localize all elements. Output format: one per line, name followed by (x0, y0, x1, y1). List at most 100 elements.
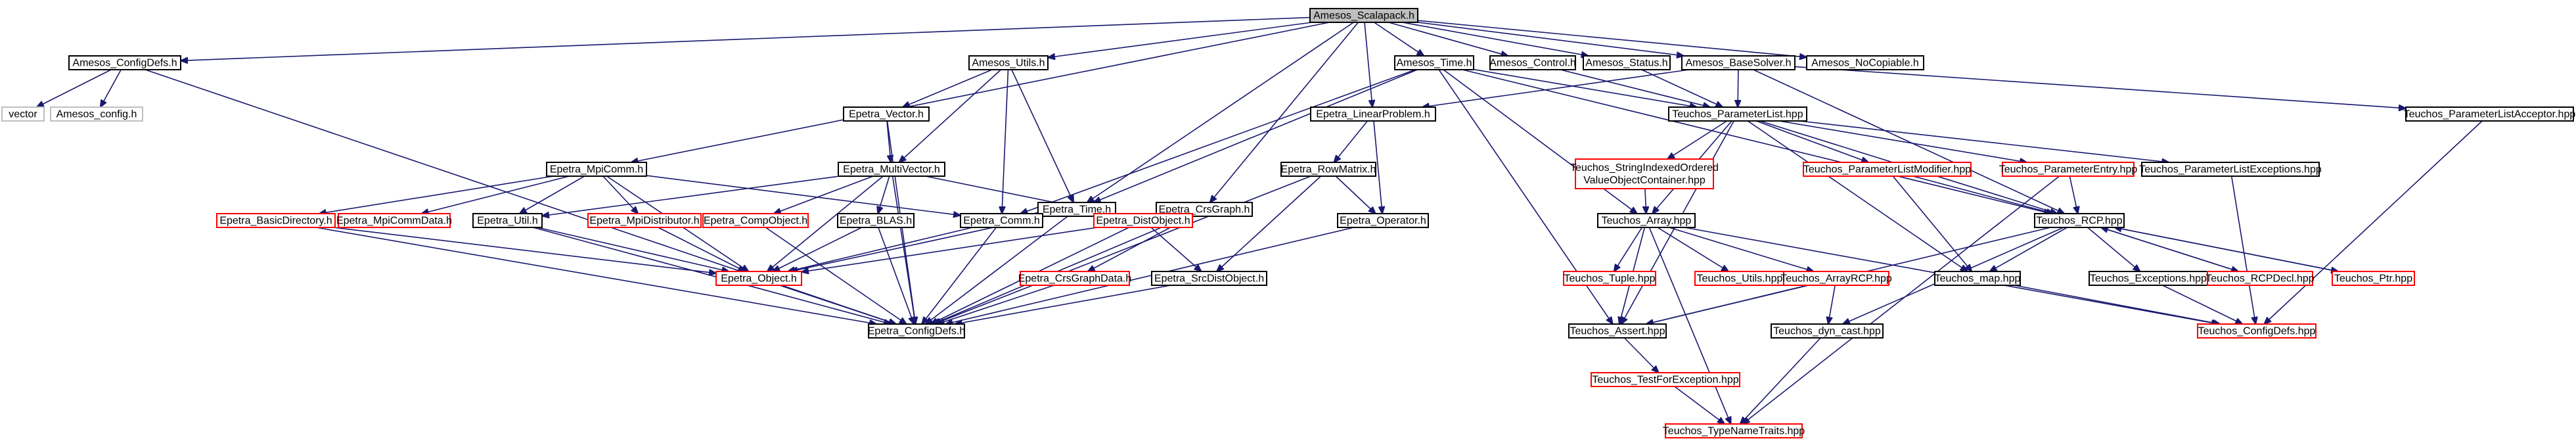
node-epetra-operator[interactable]: Epetra_Operator.h (1337, 213, 1429, 228)
edge-teuchos_rcp-to-teuchos_exceptions (2087, 227, 2140, 271)
node-teuchos-utils[interactable]: Teuchos_Utils.hpp (1694, 271, 1785, 286)
edge-epetra_srcdistobject-to-epetra_configdefs (955, 285, 1171, 324)
node-amesos-configdefs[interactable]: Amesos_ConfigDefs.h (68, 55, 181, 70)
node-teuchos-configdefs[interactable]: Teuchos_ConfigDefs.hpp (2197, 323, 2316, 339)
node-teuchos-assert[interactable]: Teuchos_Assert.hpp (1568, 323, 1667, 339)
node-teuchos-map[interactable]: Teuchos_map.hpp (1934, 271, 2021, 286)
node-epetra-vector[interactable]: Epetra_Vector.h (843, 106, 930, 122)
edge-amesos_configdefs-to-amesos_config (101, 69, 122, 107)
node-box (1337, 213, 1429, 228)
node-label: Amesos_Utils.h (972, 58, 1045, 69)
node-label: Teuchos_ParameterListExceptions.hpp (2139, 164, 2322, 176)
node-teuchos-rcpdecl[interactable]: Teuchos_RCPDecl.hpp (2205, 271, 2315, 286)
node-box (1489, 55, 1576, 70)
edge-teuchos_parameterlist-to-teuchos_parameterlistmodifier (1756, 120, 1868, 162)
node-epetra-crsgraph[interactable]: Epetra_CrsGraph.h (1156, 202, 1253, 217)
node-amesos-nocopiable[interactable]: Amesos_NoCopiable.h (1806, 55, 1924, 70)
node-teuchos-parameterlistexceptions[interactable]: Teuchos_ParameterListExceptions.hpp (2139, 162, 2322, 177)
node-label: Epetra_SrcDistObject.h (1154, 273, 1264, 285)
node-epetra-object[interactable]: Epetra_Object.h (715, 271, 802, 286)
node-label: Epetra_Operator.h (1340, 216, 1426, 227)
node-box (1280, 162, 1376, 177)
node-teuchos-parameterlist[interactable]: Teuchos_ParameterList.hpp (1668, 106, 1807, 122)
node-epetra-mpicommdata[interactable]: Epetra_MpiCommData.h (336, 213, 452, 228)
node-teuchos-rcp[interactable]: Teuchos_RCP.hpp (2034, 213, 2125, 228)
node-teuchos-stringindexed[interactable]: Teuchos_StringIndexedOrderedValueObjectC… (1570, 158, 1719, 189)
node-epetra-basicdirectory[interactable]: Epetra_BasicDirectory.h (216, 213, 336, 228)
nodes-layer: Amesos_Scalapack.hAmesos_ConfigDefs.hvec… (1, 8, 2576, 438)
node-epetra-configdefs[interactable]: Epetra_ConfigDefs.h (868, 323, 966, 339)
edge-epetra_multivector-to-epetra_util (542, 176, 840, 216)
edge-teuchos_testforexception-to-teuchos_typenametraits (1674, 386, 1725, 424)
edge-epetra_object-to-epetra_configdefs (779, 285, 896, 324)
node-epetra-mpicomm[interactable]: Epetra_MpiComm.h (546, 162, 647, 177)
node-label: Teuchos_TestForException.hpp (1592, 375, 1738, 386)
node-teuchos-typenametraits[interactable]: Teuchos_TypeNameTraits.hpp (1663, 423, 1805, 438)
edge-epetra_rowmatrix-to-epetra_configdefs (934, 176, 1311, 324)
node-epetra-multivector[interactable]: Epetra_MultiVector.h (838, 162, 945, 177)
edge-epetra_distobject-to-epetra_object (802, 227, 1098, 272)
edge-teuchos_arrayrcp-to-teuchos_dyn_cast (1828, 285, 1836, 324)
edge-epetra_linearproblem-to-epetra_rowmatrix (1334, 120, 1368, 162)
node-teuchos-parameterentry[interactable]: Teuchos_ParameterEntry.hpp (1999, 162, 2138, 177)
node-epetra-crsgraphdata[interactable]: Epetra_CrsGraphData.h (1018, 271, 1132, 286)
node-epetra-comm[interactable]: Epetra_Comm.h (960, 213, 1043, 228)
node-box (843, 106, 930, 122)
edge-amesos_scalapack-to-epetra_linearproblem (1364, 22, 1372, 107)
node-epetra-linearproblem[interactable]: Epetra_LinearProblem.h (1310, 106, 1436, 122)
edge-teuchos_rcpdecl-to-teuchos_rcp (2101, 227, 2239, 272)
node-label: Teuchos_RCPDecl.hpp (2205, 273, 2315, 285)
node-label: Teuchos_ParameterList.hpp (1672, 109, 1803, 120)
edge-amesos_time-to-teuchos_array (1443, 69, 1637, 214)
node-teuchos-parameterlistmodifier[interactable]: Teuchos_ParameterListModifier.hpp (1803, 162, 1972, 177)
node-amesos-basesolver[interactable]: Amesos_BaseSolver.h (1681, 55, 1796, 70)
node-box (546, 162, 647, 177)
node-label: ValueObjectContainer.hpp (1583, 175, 1706, 186)
node-epetra-util[interactable]: Epetra_Util.h (472, 213, 543, 228)
node-teuchos-dyn-cast[interactable]: Teuchos_dyn_cast.hpp (1771, 323, 1884, 339)
edge-teuchos_array-to-teuchos_utils (1657, 227, 1729, 271)
edge-teuchos_parameterlist-to-teuchos_parameterlistexceptions (1799, 120, 2169, 162)
edge-amesos_utils-to-epetra_vector (903, 69, 993, 107)
node-box (1803, 162, 1972, 177)
node-box (960, 213, 1043, 228)
node-box (1563, 271, 1656, 286)
node-box (1783, 271, 1889, 286)
node-epetra-blas[interactable]: Epetra_BLAS.h (837, 213, 915, 228)
node-box (715, 271, 802, 286)
node-label: Teuchos_ParameterEntry.hpp (1999, 164, 2138, 176)
node-box (2197, 323, 2316, 339)
node-teuchos-array[interactable]: Teuchos_Array.hpp (1597, 213, 1696, 228)
node-amesos-utils[interactable]: Amesos_Utils.h (968, 55, 1049, 70)
node-teuchos-parameterlistacceptor[interactable]: Teuchos_ParameterListAcceptor.hpp (2404, 106, 2576, 122)
node-teuchos-ptr[interactable]: Teuchos_Ptr.hpp (2332, 271, 2415, 286)
node-epetra-distobject[interactable]: Epetra_DistObject.h (1093, 213, 1193, 228)
node-label: Amesos_NoCopiable.h (1811, 58, 1919, 69)
node-teuchos-arrayrcp[interactable]: Teuchos_ArrayRCP.hpp (1780, 271, 1892, 286)
edge-amesos_status-to-teuchos_parameterlist (1641, 69, 1723, 107)
node-epetra-mpidistributor[interactable]: Epetra_MpiDistributor.h (587, 213, 702, 228)
node-epetra-srcdistobject[interactable]: Epetra_SrcDistObject.h (1151, 271, 1267, 286)
node-label: Teuchos_Exceptions.hpp (2090, 273, 2207, 285)
node-vector: vector (1, 106, 45, 122)
edge-amesos_time-to-epetra_time (1094, 69, 1418, 202)
node-label: Amesos_BaseSolver.h (1686, 58, 1792, 69)
edge-teuchos_assert-to-teuchos_testforexception (1623, 337, 1658, 373)
node-amesos-status[interactable]: Amesos_Status.h (1583, 55, 1671, 70)
node-amesos-scalapack[interactable]: Amesos_Scalapack.h (1309, 8, 1418, 23)
node-teuchos-exceptions[interactable]: Teuchos_Exceptions.hpp (2089, 271, 2208, 286)
edge-epetra_vector-to-epetra_multivector (886, 120, 891, 162)
node-label: Epetra_Comm.h (963, 216, 1040, 227)
edge-amesos_utils-to-epetra_comm (1002, 69, 1009, 214)
node-teuchos-testforexception[interactable]: Teuchos_TestForException.hpp (1591, 372, 1740, 387)
edge-epetra_rowmatrix-to-epetra_srcdistobject (1217, 176, 1322, 271)
node-epetra-compobject[interactable]: Epetra_CompObject.h (702, 213, 809, 228)
node-epetra-rowmatrix[interactable]: Epetra_RowMatrix.h (1280, 162, 1376, 177)
node-epetra-time[interactable]: Epetra_Time.h (1037, 202, 1116, 217)
node-label: Epetra_Vector.h (849, 109, 924, 120)
edge-teuchos_stringindexed-to-teuchos_array (1645, 188, 1646, 214)
node-box (1806, 55, 1924, 70)
node-amesos-control[interactable]: Amesos_Control.h (1489, 55, 1576, 70)
node-amesos-time[interactable]: Amesos_Time.h (1394, 55, 1474, 70)
node-teuchos-tuple[interactable]: Teuchos_Tuple.hpp (1563, 271, 1656, 286)
